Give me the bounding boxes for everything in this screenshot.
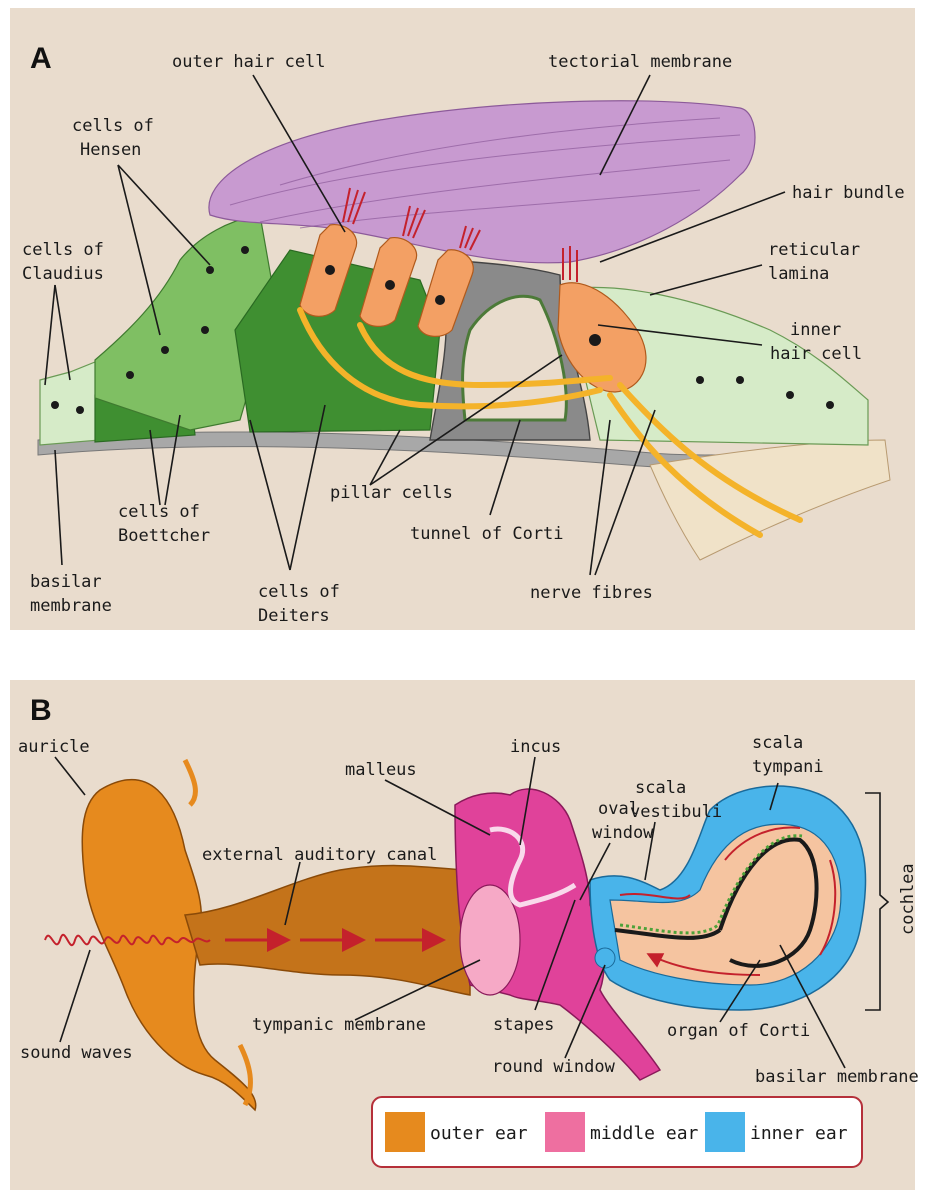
nucleus (241, 246, 249, 254)
label-nerve-fibres: nerve fibres (530, 583, 653, 603)
nucleus (161, 346, 169, 354)
legend-label-inner-ear: inner ear (750, 1123, 848, 1144)
label-tympanic-membrane: tympanic membrane (252, 1015, 426, 1035)
nucleus (325, 265, 335, 275)
label-reticular-lamina: reticular (768, 240, 860, 260)
nucleus (51, 401, 59, 409)
label-reticular-lamina: lamina (768, 264, 829, 284)
label-cochlea: cochlea (898, 863, 918, 935)
label-oval-window: window (592, 823, 654, 843)
nucleus (435, 295, 445, 305)
legend-label-middle-ear: middle ear (590, 1123, 699, 1144)
nucleus (589, 334, 601, 346)
label-outer-hair-cell: outer hair cell (172, 52, 326, 72)
nucleus (736, 376, 744, 384)
nucleus (385, 280, 395, 290)
label-oval-window: oval (598, 799, 639, 819)
label-scala-tympani: scala (752, 733, 803, 753)
label-scala-vestibuli: vestibuli (630, 802, 722, 822)
label-tectorial-membrane: tectorial membrane (548, 52, 732, 72)
label-scala-vestibuli: scala (635, 778, 686, 798)
label-external-auditory-canal: external auditory canal (202, 845, 437, 865)
label-cells-of-hensen: cells of (72, 116, 154, 136)
label-basilar-membrane: basilar (30, 572, 102, 592)
label-cells-of-boettcher: cells of (118, 502, 200, 522)
legend-swatch-middle-ear (545, 1112, 585, 1152)
label-pillar-cells: pillar cells (330, 483, 453, 503)
panel-b: B (10, 680, 919, 1190)
label-sound-waves: sound waves (20, 1043, 133, 1063)
label-hair-bundle: hair bundle (792, 183, 905, 203)
label-round-window: round window (492, 1057, 616, 1077)
label-stapes: stapes (493, 1015, 554, 1035)
legend-swatch-inner-ear (705, 1112, 745, 1152)
label-auricle: auricle (18, 737, 90, 757)
label-incus: incus (510, 737, 561, 757)
nucleus (826, 401, 834, 409)
label-inner-hair-cell: inner (790, 320, 841, 340)
legend: outer ear middle ear inner ear (372, 1097, 862, 1167)
nucleus (76, 406, 84, 414)
label-organ-of-corti: organ of Corti (667, 1021, 810, 1041)
label-cells-of-claudius: Claudius (22, 264, 104, 284)
panel-b-letter: B (30, 694, 52, 727)
legend-label-outer-ear: outer ear (430, 1123, 528, 1144)
label-basilar-membrane: membrane (30, 596, 112, 616)
panel-a: A (10, 8, 915, 630)
nucleus (126, 371, 134, 379)
nucleus (201, 326, 209, 334)
nucleus (696, 376, 704, 384)
label-scala-tympani: tympani (752, 757, 824, 777)
label-basilar-membrane-b: basilar membrane (755, 1067, 919, 1087)
label-cells-of-deiters: Deiters (258, 606, 330, 626)
label-tunnel-of-corti: tunnel of Corti (410, 524, 564, 544)
label-malleus: malleus (345, 760, 417, 780)
nucleus (786, 391, 794, 399)
label-cells-of-boettcher: Boettcher (118, 526, 210, 546)
nucleus (206, 266, 214, 274)
label-cells-of-hensen: Hensen (80, 140, 141, 160)
label-cells-of-deiters: cells of (258, 582, 340, 602)
panel-a-letter: A (30, 42, 52, 75)
legend-swatch-outer-ear (385, 1112, 425, 1152)
label-cells-of-claudius: cells of (22, 240, 104, 260)
label-inner-hair-cell: hair cell (770, 344, 862, 364)
